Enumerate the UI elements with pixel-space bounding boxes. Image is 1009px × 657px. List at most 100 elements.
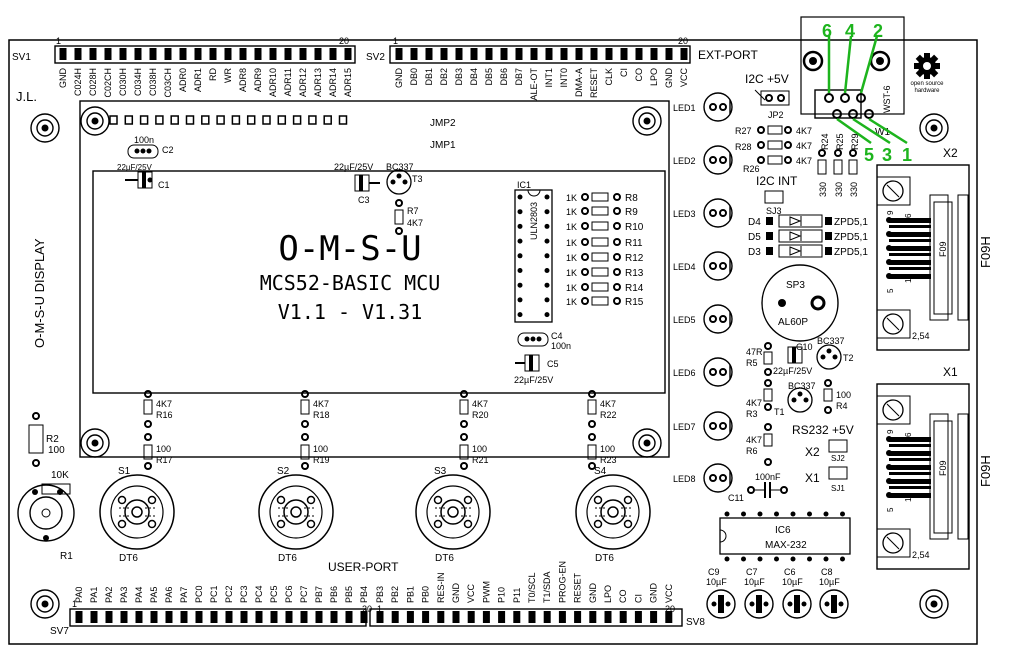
sv2-pin: [575, 48, 583, 60]
svg-text:SV8: SV8: [686, 617, 705, 628]
sv7-pin-label: PA3: [119, 587, 129, 603]
ic1-pin: [544, 253, 550, 259]
sv7-pin: [180, 611, 188, 623]
svg-text:100: 100: [600, 444, 615, 454]
ic6-pin: [823, 511, 829, 517]
sv2-pin-label: CLK: [604, 68, 614, 86]
sv7-pin: [135, 611, 143, 623]
sv1-pin: [344, 48, 352, 60]
sv1-pin-label: C030H: [118, 68, 128, 96]
ic6-pin: [774, 556, 779, 562]
jmp-pin: [292, 115, 302, 125]
jmp-pin: [185, 115, 195, 125]
led-4: LED4: [673, 251, 733, 281]
svg-text:R8: R8: [625, 193, 638, 204]
led-3: LED3: [673, 198, 733, 228]
sv1-pin: [164, 48, 172, 60]
sv7-pin-label: PC3: [239, 585, 249, 603]
svg-text:R12: R12: [625, 253, 644, 264]
ic1-pin: [517, 194, 523, 200]
svg-text:100n: 100n: [551, 341, 571, 351]
svg-text:C8: C8: [821, 567, 833, 577]
sv8-pin-label: PROG-EN: [557, 561, 567, 603]
jmp-pin: [170, 115, 179, 125]
sv8-pin: [406, 611, 414, 623]
sv8-pin-label: T1/SDA: [542, 571, 552, 603]
sv7-pin-label: PC2: [224, 585, 234, 603]
jmp2-label: JMP2: [430, 118, 456, 129]
svg-text:4K7: 4K7: [407, 218, 423, 228]
sv1-pin-label: ADR0: [178, 68, 188, 92]
ic1-pin: [517, 209, 523, 215]
svg-text:22µF/25V: 22µF/25V: [334, 162, 373, 172]
sv1-pin-label: ADR8: [238, 68, 248, 92]
open-source-hardware-logo: open source hardware: [910, 53, 944, 94]
mounting-hole: [632, 428, 662, 458]
svg-text:2,54: 2,54: [912, 550, 930, 560]
jmp-pin: [109, 115, 118, 125]
sv7-pin: [225, 611, 233, 623]
svg-text:I2C +5V: I2C +5V: [745, 72, 789, 86]
sv2-pin: [650, 48, 658, 60]
svg-text:R18: R18: [313, 410, 330, 420]
svg-text:T3: T3: [412, 174, 423, 184]
svg-text:T2: T2: [843, 353, 854, 363]
jmp-pin: [308, 115, 317, 125]
svg-text:DT6: DT6: [435, 553, 454, 564]
sv7-pin-label: PB6: [329, 586, 339, 603]
ic1-pin: [544, 223, 550, 229]
sv8-pin-label: CO: [618, 590, 628, 604]
svg-text:1K: 1K: [566, 268, 577, 278]
sv7-pin-label: PB7: [314, 586, 324, 603]
sv1-pin-label: GND: [58, 68, 68, 89]
sv7-pin: [300, 611, 308, 623]
svg-text:R5: R5: [746, 358, 758, 368]
ic6-pin: [807, 556, 812, 562]
sv7-pin-label: PC0: [194, 585, 204, 603]
jl-label: J.L.: [16, 89, 37, 104]
sv2-pin-label: CO: [634, 68, 644, 82]
sv2-pin: [560, 48, 568, 60]
svg-text:ZPD5,1: ZPD5,1: [834, 217, 868, 228]
mounting-hole: [80, 106, 110, 136]
sv1-pin: [299, 48, 307, 60]
svg-text:X2: X2: [943, 146, 958, 160]
svg-text:C10: C10: [796, 342, 813, 352]
sv7-pin: [240, 611, 248, 623]
svg-text:4K7: 4K7: [796, 126, 812, 136]
svg-text:100: 100: [48, 445, 65, 456]
sv8-pin-label: P11: [512, 588, 522, 603]
display-title: O-M-S-U: [278, 229, 421, 269]
sv2-pin-label: VCC: [679, 68, 689, 88]
svg-text:LED4: LED4: [673, 262, 696, 272]
svg-text:R21: R21: [472, 455, 489, 465]
transistor-t3: BC337 T3: [386, 162, 423, 195]
sv1-pin-label: C03CH: [163, 68, 173, 98]
svg-text:6: 6: [904, 432, 913, 437]
sv2-pin-label: RESET: [589, 68, 599, 99]
svg-text:DT6: DT6: [595, 553, 614, 564]
sv7-pin-label: PC6: [284, 585, 294, 603]
svg-text:4K7: 4K7: [796, 156, 812, 166]
jmp-pin: [262, 115, 271, 125]
sv1-pin-label: ADR10: [268, 68, 278, 97]
sv2-pin: [455, 48, 463, 60]
sv2-pin: [395, 48, 403, 60]
sv2-pin: [665, 48, 673, 60]
svg-text:R22: R22: [600, 410, 617, 420]
svg-text:1K: 1K: [566, 207, 577, 217]
svg-text:LED1: LED1: [673, 103, 696, 113]
sv2-pin-label: LPO: [649, 68, 659, 86]
cap-c5: C5 22µF/25V: [514, 354, 559, 385]
sv1-pin: [209, 48, 217, 60]
svg-text:R7: R7: [407, 206, 419, 216]
svg-text:4K7: 4K7: [472, 399, 488, 409]
svg-text:R10: R10: [625, 222, 644, 233]
svg-text:I2C INT: I2C INT: [756, 174, 798, 188]
svg-text:R20: R20: [472, 410, 489, 420]
svg-text:100n: 100n: [134, 135, 154, 145]
